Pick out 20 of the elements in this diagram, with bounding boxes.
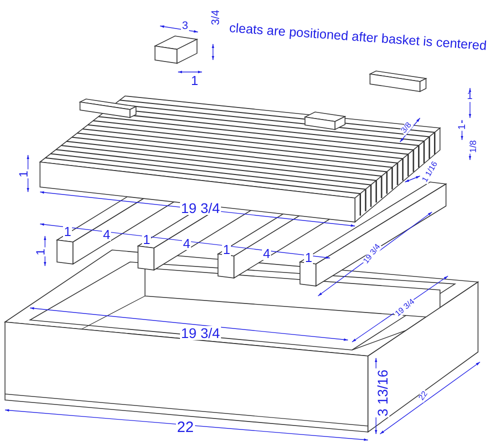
- dimension-label: 19 3/4: [180, 201, 221, 215]
- dimension-label: 1/8: [468, 139, 478, 154]
- note: cleats are positioned after basket is centered: [228, 20, 488, 52]
- dimension-label: 1: [34, 248, 46, 256]
- dimension-label: 4: [262, 247, 272, 260]
- dimension-label: 1: [458, 123, 468, 131]
- dimension-label: 3/4: [211, 8, 222, 26]
- dimension-label: 19 3/4: [180, 326, 221, 340]
- dimension-label: 4: [102, 228, 112, 241]
- dimension-label: 1: [190, 74, 200, 87]
- dimension-label: 1: [142, 233, 152, 246]
- dimension-label: 1: [17, 170, 30, 178]
- dimension-label: 1: [466, 92, 474, 102]
- dimension-label: 3: [181, 21, 190, 32]
- dimension-label: 1: [63, 225, 72, 238]
- dimension-label: 1: [222, 243, 232, 256]
- dimension-label: 4: [182, 237, 192, 250]
- dimension-label: 22: [176, 420, 195, 435]
- dimension-label: 3 13/16: [375, 368, 390, 418]
- dimension-label: 1: [304, 251, 314, 264]
